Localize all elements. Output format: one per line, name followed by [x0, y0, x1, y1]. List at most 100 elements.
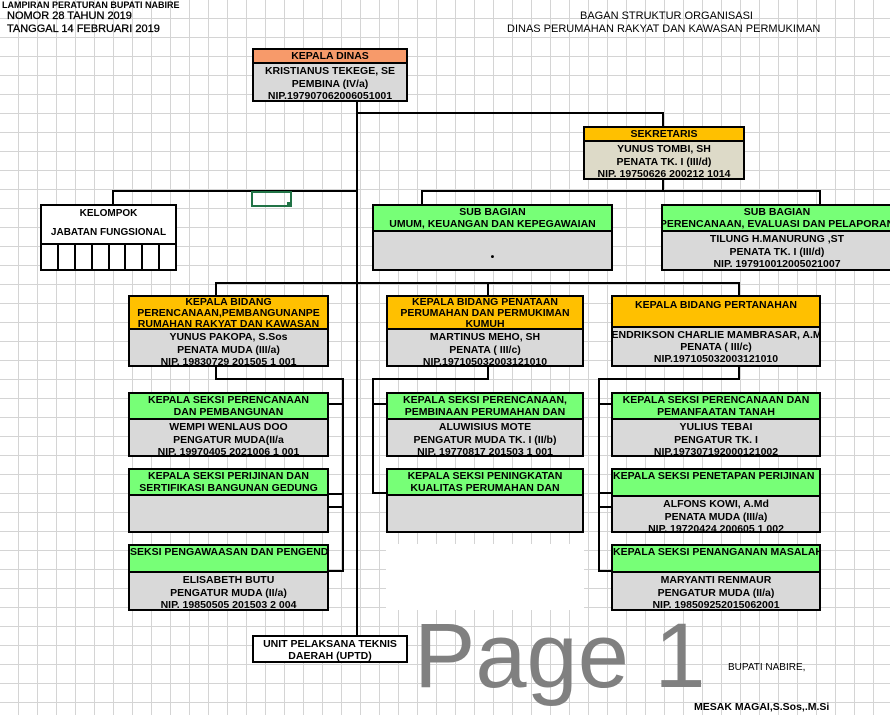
- person-rank: PENGATUR MUDA(II/a: [173, 433, 284, 446]
- connector-line: [328, 506, 344, 508]
- person-rank: PENATA MUDA (III/a): [177, 343, 280, 356]
- box-subtitle: PERUMAHAN DAN PERMUKIMAN: [400, 308, 570, 319]
- connector-line: [738, 366, 740, 379]
- fungsional-cells: [42, 245, 175, 269]
- bullet: •: [490, 251, 495, 263]
- box-subtitle: KUALITAS PERUMAHAN DAN: [410, 482, 560, 494]
- connector-line: [598, 378, 600, 571]
- seksi-box: KEPALA SEKSI PENETAPAN PERIJINAN ALFONS …: [611, 468, 821, 533]
- connector-line: [372, 492, 386, 494]
- connector-line: [598, 403, 611, 405]
- box-title: KEPALA SEKSI PERENCANAAN DAN: [622, 394, 810, 406]
- connector-line: [598, 378, 740, 380]
- person-name: MARYANTI RENMAUR: [660, 574, 772, 586]
- box-subtitle: DAN PEMBANGUNAN: [173, 406, 284, 418]
- box-title: SUB BAGIAN: [743, 206, 811, 218]
- chart-subtitle: DINAS PERUMAHAN RAKYAT DAN KAWASAN PERMU…: [507, 23, 821, 35]
- person-nip: NIP. 19770817 201503 1 001: [417, 446, 553, 455]
- box-title: KEPALA BIDANG: [185, 297, 272, 308]
- person-rank: PENATA ( III/c): [449, 343, 521, 356]
- connector-line: [487, 282, 489, 295]
- connector-line: [372, 378, 374, 494]
- selected-cell[interactable]: [251, 191, 292, 207]
- box-title: KEPALA BIDANG PENATAAN: [411, 297, 559, 308]
- person-nip: NIP.197307192000121002: [653, 446, 779, 455]
- box-title: KEPALA DINAS: [254, 50, 406, 64]
- connector-line: [215, 378, 344, 380]
- box-title: KEPALA SEKSI PENINGKATAN: [407, 470, 563, 482]
- box-subtitle: UMUM, KEUANGAN DAN KEPEGAWAIAN: [389, 218, 596, 230]
- seksi-box: KEPALA SEKSI PENANGANAN MASALAH MARYANTI…: [611, 544, 821, 611]
- person-nip: NIP.197105032003121010: [653, 353, 779, 365]
- person-name: ALUWISIUS MOTE: [438, 421, 532, 433]
- person-nip: NIP. 198509252015062001: [652, 599, 780, 609]
- connector-line: [662, 112, 664, 126]
- connector-line: [112, 190, 114, 204]
- kelompok-jabatan-fungsional-box: KELOMPOK JABATAN FUNGSIONAL: [40, 204, 177, 271]
- person-rank: PEMBINA (IV/a): [291, 77, 369, 90]
- person-rank: PENGATUR TK. I: [674, 433, 758, 446]
- box-subtitle: PERENCANAAN,PEMBANGUNANPE: [137, 308, 320, 319]
- box-title: SEKRETARIS: [585, 128, 743, 142]
- person-name: KRISTIANUS TEKEGE, SE: [264, 65, 396, 77]
- box-subtitle: PEMBINAAN PERUMAHAN DAN: [404, 406, 566, 418]
- kabid-pertanahan-box: KEPALA BIDANG PERTANAHAN HENDRIKSON CHAR…: [611, 295, 821, 367]
- person-nip: NIP. 19970405 2021006 1 001: [157, 446, 300, 455]
- connector-line: [372, 403, 386, 405]
- connector-line: [112, 190, 358, 192]
- box-subtitle: KUMUH: [465, 319, 505, 330]
- person-nip: NIP. 197910012005021007: [713, 258, 841, 269]
- nomor-text: NOMOR 28 TAHUN 2019: [7, 10, 132, 22]
- box-title: KEPALA SEKSI PENETAPAN PERIJINAN: [613, 470, 815, 482]
- box-title: KEPALA SEKSI PERENCANAAN,: [403, 394, 567, 406]
- box-title: KELOMPOK: [79, 208, 138, 219]
- tanggal-text: TANGGAL 14 FEBRUARI 2019: [7, 23, 160, 35]
- connector-line: [328, 403, 344, 405]
- box-subtitle: SERTIFIKASI BANGUNAN GEDUNG: [139, 482, 318, 494]
- page-watermark: Page 1: [414, 605, 706, 707]
- seksi-box: KEPALA SEKSI PERENCANAAN,PEMBINAAN PERUM…: [386, 392, 584, 457]
- connector-line: [598, 570, 611, 572]
- person-name: WEMPI WENLAUS DOO: [169, 421, 288, 433]
- connector-line: [328, 570, 344, 572]
- box-subtitle: PEMANFAATAN TANAH: [657, 406, 775, 418]
- person-nip: NIP.197907062006051001: [267, 90, 393, 100]
- connector-line: [328, 493, 344, 495]
- bupati-label: BUPATI NABIRE,: [728, 662, 806, 673]
- person-nip: NIP. 19720424 200605 1 002: [648, 523, 784, 531]
- person-rank: PENATA ( III/c): [680, 341, 752, 353]
- connector-line: [342, 378, 344, 571]
- connector-line: [215, 282, 217, 295]
- box-title: SUB BAGIAN: [459, 206, 526, 218]
- person-rank: PENATA TK. I (III/d): [729, 245, 825, 258]
- box-subtitle: DAERAH (UPTD): [288, 650, 372, 661]
- person-nip: NIP. 19750626 200212 1014: [597, 168, 731, 178]
- person-rank: PENGATUR MUDA TK. I (II/b): [413, 433, 557, 446]
- connector-line: [356, 112, 664, 114]
- person-rank: PENGATUR MUDA (II/a): [170, 586, 287, 599]
- person-name: YUNUS PAKOPA, S.Sos: [169, 331, 288, 343]
- person-rank: PENATA TK. I (III/d): [616, 155, 712, 168]
- connector-line: [487, 366, 489, 379]
- box-subtitle: JABATAN FUNGSIONAL: [50, 227, 167, 238]
- person-nip: NIP. 19830729 201505 1 001: [160, 356, 297, 365]
- person-name: HENDRIKSON CHARLIE MAMBRASAR, A.Md: [613, 329, 819, 341]
- connector-line: [421, 190, 423, 204]
- person-name: MARTINUS MEHO, SH: [429, 331, 541, 343]
- box-title: KEPALA BIDANG PERTANAHAN: [635, 299, 797, 311]
- connector-line: [738, 282, 740, 295]
- connector-line: [215, 366, 217, 379]
- connector-line: [819, 190, 821, 204]
- box-title: UNIT PELAKSANA TEKNIS: [263, 638, 397, 650]
- fill-handle[interactable]: [287, 202, 292, 207]
- box-subtitle: PERENCANAAN, EVALUASI DAN PELAPORAN: [663, 218, 890, 230]
